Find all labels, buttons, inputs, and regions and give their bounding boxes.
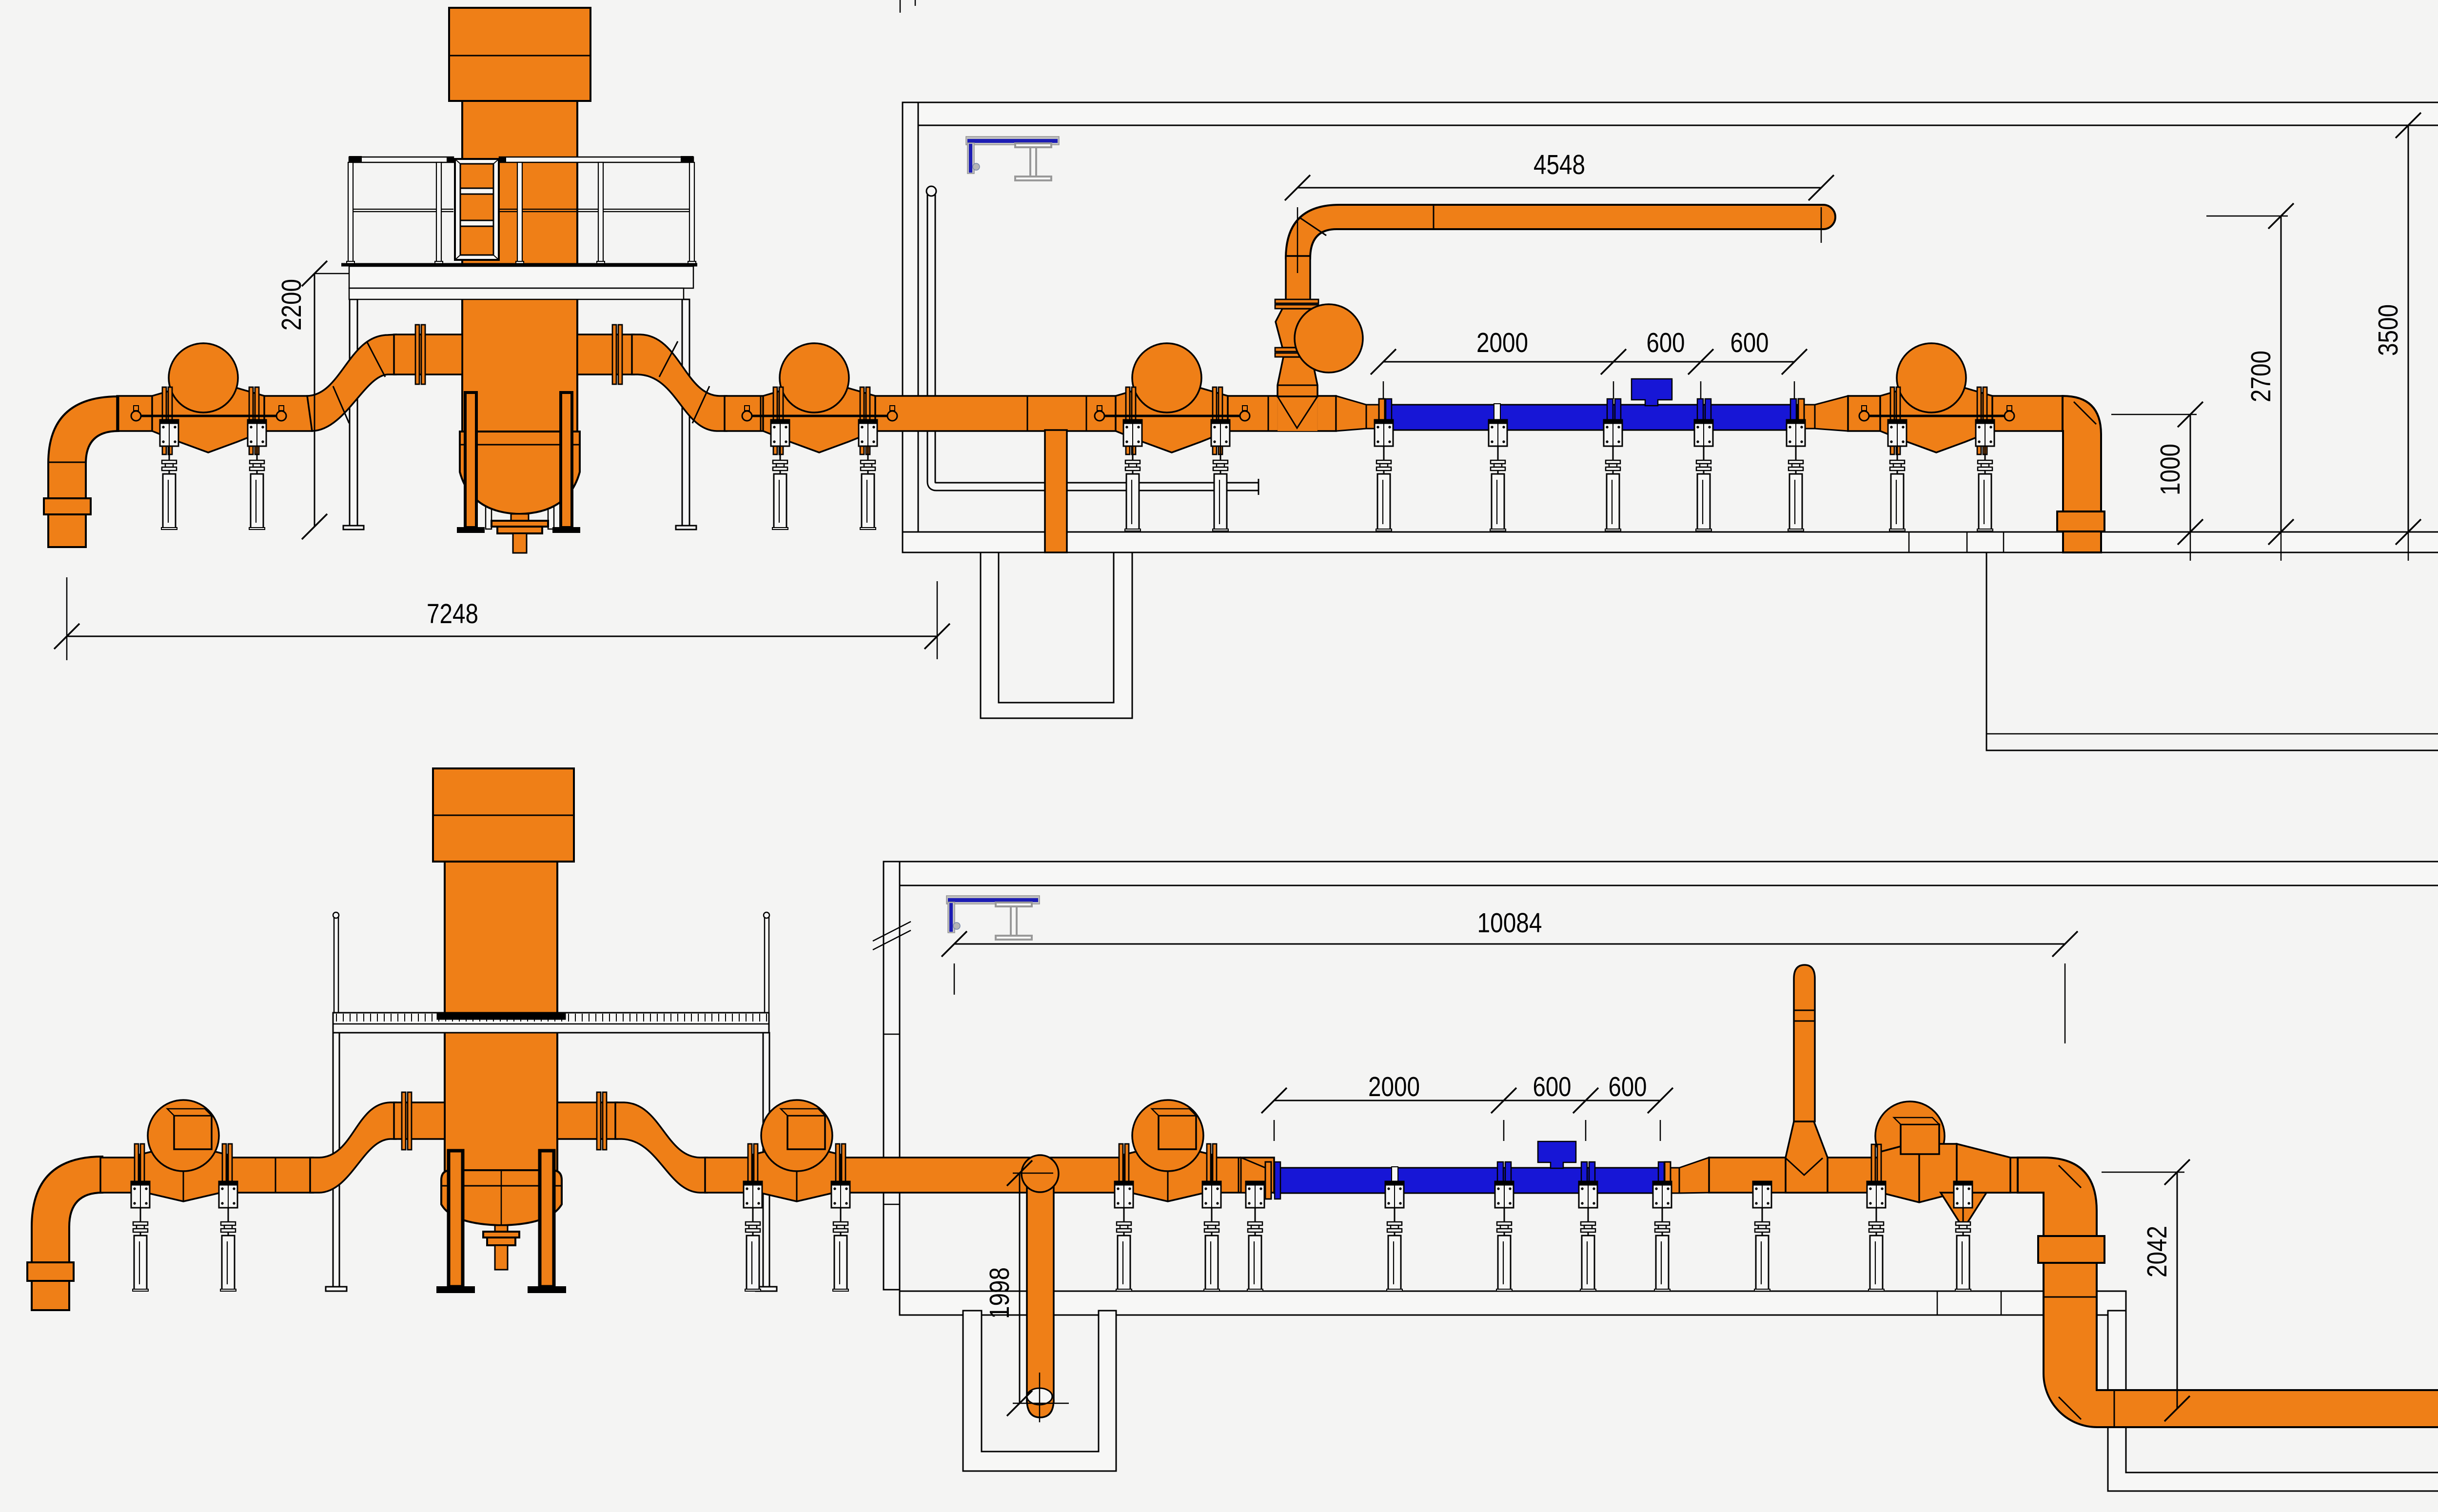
svg-text:1000: 1000	[2155, 444, 2186, 495]
svg-text:2042: 2042	[2142, 1226, 2173, 1277]
svg-text:600: 600	[1647, 327, 1685, 358]
svg-text:2000: 2000	[1476, 327, 1528, 358]
svg-text:3500: 3500	[2373, 304, 2404, 356]
svg-text:4548: 4548	[1534, 149, 1585, 180]
svg-text:600: 600	[1533, 1071, 1572, 1102]
svg-text:2700: 2700	[2245, 351, 2277, 402]
svg-text:10084: 10084	[1477, 907, 1542, 939]
svg-text:2200: 2200	[276, 279, 307, 331]
svg-text:2000: 2000	[1368, 1071, 1420, 1102]
svg-text:600: 600	[1730, 327, 1769, 358]
svg-text:600: 600	[1609, 1071, 1647, 1102]
svg-text:7248: 7248	[427, 598, 478, 629]
svg-text:1998: 1998	[984, 1267, 1015, 1319]
